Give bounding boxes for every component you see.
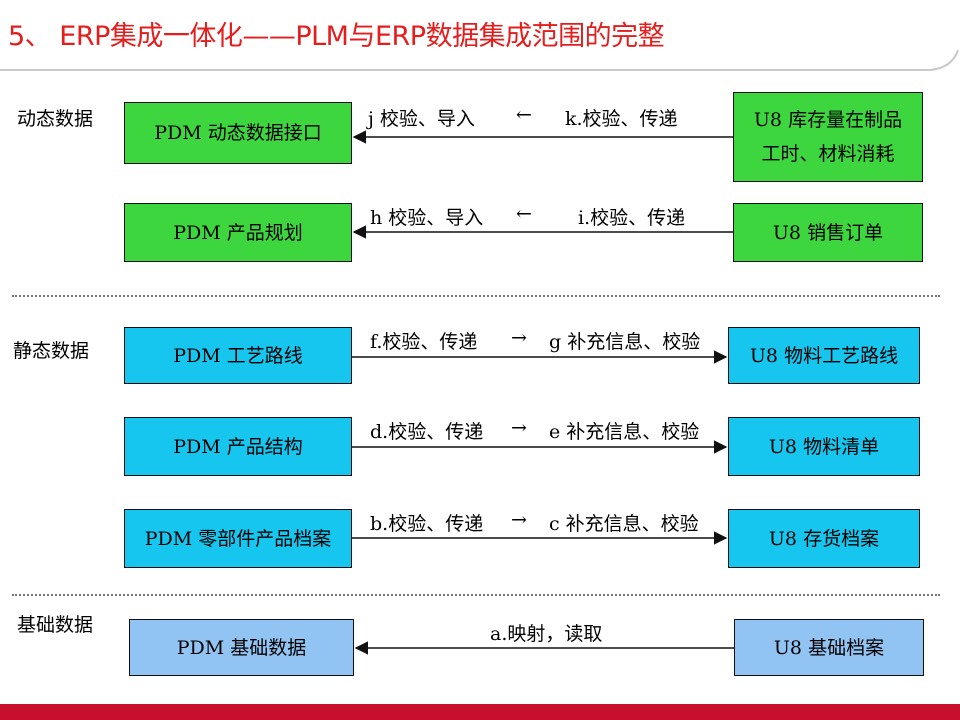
- pdm-part-archive-box: PDM 零部件产品档案: [124, 509, 352, 568]
- box-label: PDM 零部件产品档案: [144, 527, 332, 550]
- pdm-process-route-box: PDM 工艺路线: [124, 327, 352, 384]
- box-label-line1: U8 库存量在制品: [753, 109, 903, 131]
- flow-label-c: c 补充信息、校验: [549, 513, 699, 535]
- u8-bom-box: U8 物料清单: [728, 417, 920, 476]
- section-label-basic: 基础数据: [17, 614, 94, 636]
- box-label: U8 销售订单: [772, 221, 884, 244]
- page-title: 5、 ERP集成一体化——PLM与ERP数据集成范围的完整: [8, 21, 665, 52]
- box-label: PDM 基础数据: [176, 636, 307, 659]
- flow-label-g: g 补充信息、校验: [549, 331, 701, 353]
- section-separator: [12, 295, 940, 297]
- section-label-static: 静态数据: [13, 340, 90, 362]
- flow-label-j: j 校验、导入: [368, 108, 475, 130]
- u8-sales-order-box: U8 销售订单: [733, 203, 923, 262]
- pdm-product-structure-box: PDM 产品结构: [124, 417, 352, 476]
- flow-direction-arrow: →: [511, 417, 527, 439]
- flow-label-b: b.校验、传递: [370, 513, 484, 535]
- pdm-product-planning-box: PDM 产品规划: [124, 203, 352, 262]
- flow-label-k: k.校验、传递: [565, 108, 678, 130]
- box-label: U8 存货档案: [768, 527, 880, 550]
- flow-direction-arrow: ←: [516, 104, 532, 126]
- section-separator: [12, 594, 940, 596]
- section-label-dynamic: 动态数据: [17, 108, 94, 130]
- flow-label-i: i.校验、传递: [578, 207, 686, 229]
- flow-direction-arrow: →: [511, 327, 527, 349]
- flow-label-d: d.校验、传递: [370, 421, 484, 443]
- pdm-dynamic-interface-box: PDM 动态数据接口: [124, 102, 352, 164]
- flow-direction-arrow: →: [511, 509, 527, 531]
- u8-inventory-archive-box: U8 存货档案: [728, 509, 920, 568]
- box-label-line2: 工时、材料消耗: [761, 143, 895, 165]
- box-label: U8 物料工艺路线: [749, 344, 899, 367]
- box-label: PDM 工艺路线: [173, 344, 303, 367]
- box-label: U8 基础档案: [773, 636, 885, 659]
- flow-label-h: h 校验、导入: [370, 207, 484, 229]
- header-rule: [0, 49, 959, 71]
- footer-bar: [0, 704, 960, 720]
- box-label: PDM 产品规划: [173, 221, 303, 244]
- flow-direction-arrow: ←: [516, 203, 532, 225]
- box-label: U8 物料清单: [768, 435, 880, 458]
- u8-inventory-box: U8 库存量在制品 工时、材料消耗: [733, 92, 923, 182]
- u8-material-route-box: U8 物料工艺路线: [728, 327, 920, 384]
- flow-label-e: e 补充信息、校验: [549, 421, 700, 443]
- box-label: PDM 产品结构: [173, 435, 303, 458]
- box-label: PDM 动态数据接口: [154, 122, 322, 144]
- flow-label-f: f.校验、传递: [370, 331, 478, 353]
- u8-basic-archive-box: U8 基础档案: [734, 619, 924, 676]
- pdm-basic-data-box: PDM 基础数据: [129, 619, 354, 676]
- flow-label-a: a.映射，读取: [490, 623, 603, 645]
